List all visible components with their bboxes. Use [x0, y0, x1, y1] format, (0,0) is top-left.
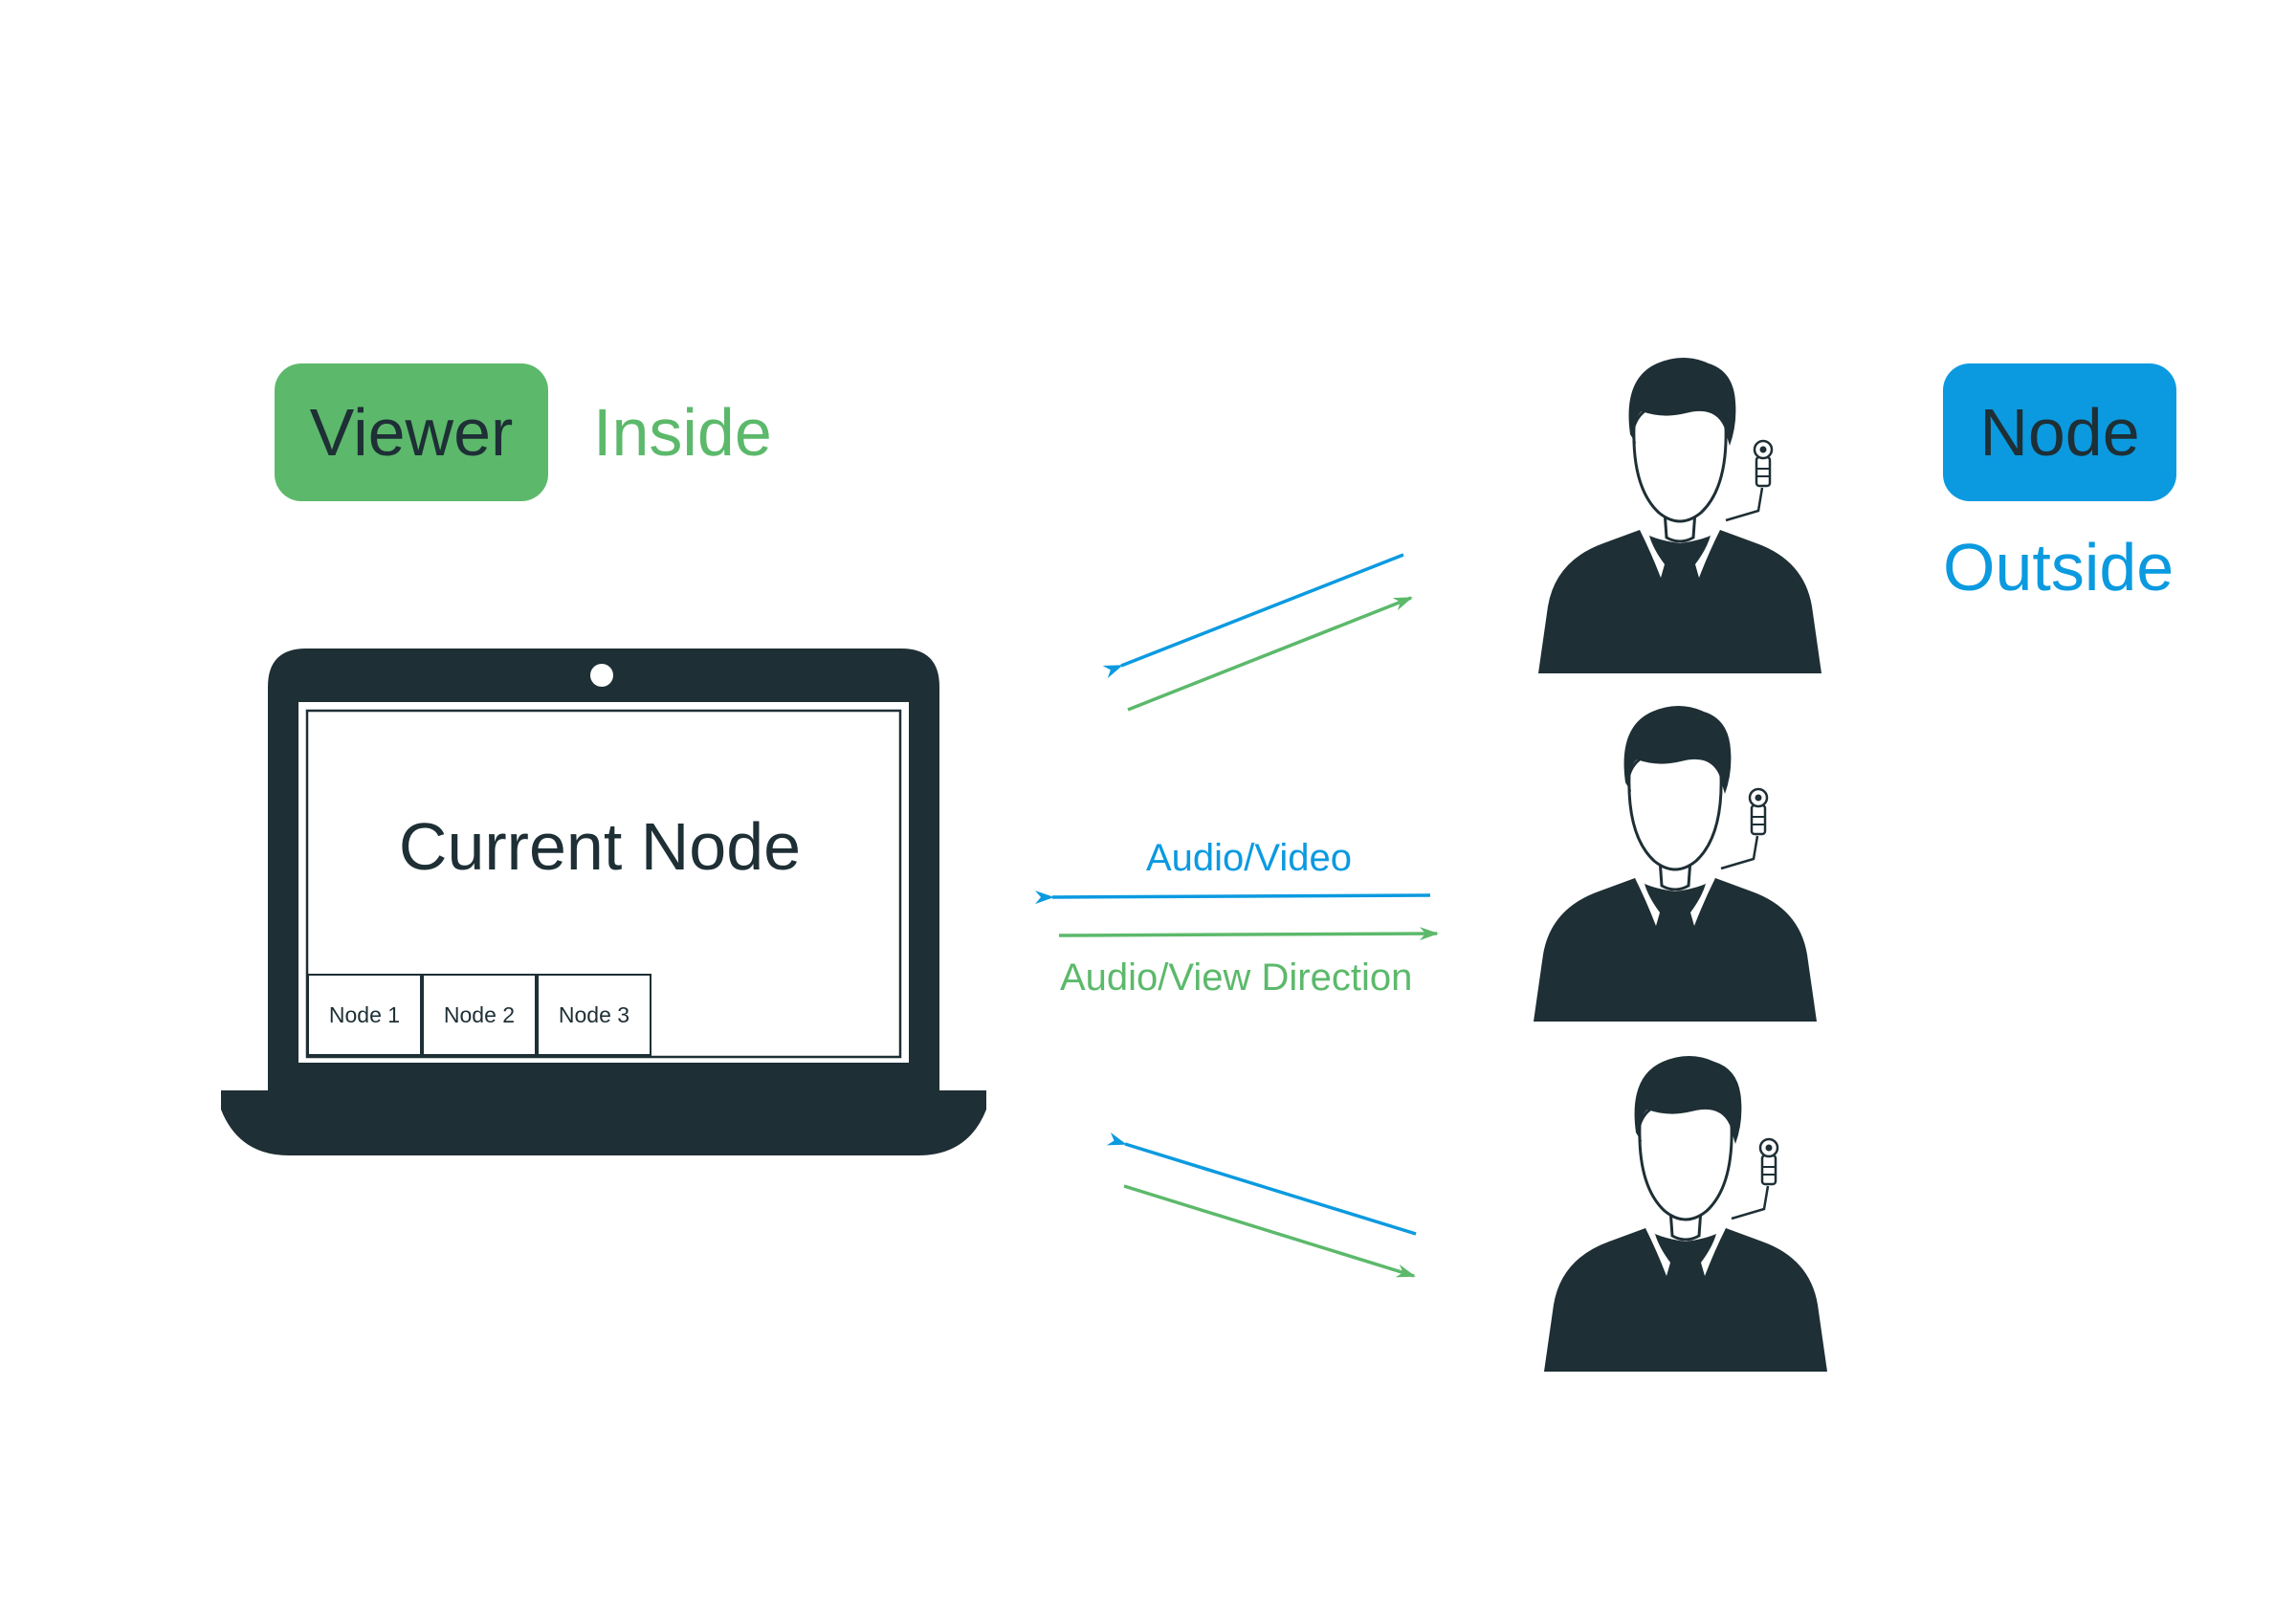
person-with-camera-icon [1536, 356, 1823, 675]
viewer-badge: Viewer [275, 363, 548, 501]
node-thumbnail[interactable]: Node 1 [307, 974, 422, 1056]
audio-view-direction-label: Audio/View Direction [1060, 956, 1413, 999]
incoming-av-arrow-middle [1034, 890, 1431, 905]
incoming-av-arrow-bottom [1106, 1132, 1417, 1236]
webcam-icon [590, 664, 613, 687]
audio-video-label: Audio/Video [1146, 837, 1352, 879]
laptop-icon [221, 649, 986, 1155]
current-node-title: Current Node [398, 809, 802, 884]
node-badge: Node [1943, 363, 2176, 501]
node-thumbnail[interactable]: Node 3 [537, 974, 651, 1056]
outgoing-avd-arrow-middle [1058, 927, 1439, 941]
outside-label: Outside [1943, 530, 2175, 605]
person-with-camera-icon [1532, 704, 1819, 1023]
node-thumbnail[interactable]: Node 2 [422, 974, 537, 1056]
incoming-av-arrow-top [1102, 553, 1404, 679]
outgoing-avd-arrow-bottom [1123, 1184, 1416, 1278]
person-with-camera-icon [1542, 1054, 1829, 1374]
inside-label: Inside [593, 395, 772, 470]
outgoing-avd-arrow-top [1127, 596, 1413, 712]
